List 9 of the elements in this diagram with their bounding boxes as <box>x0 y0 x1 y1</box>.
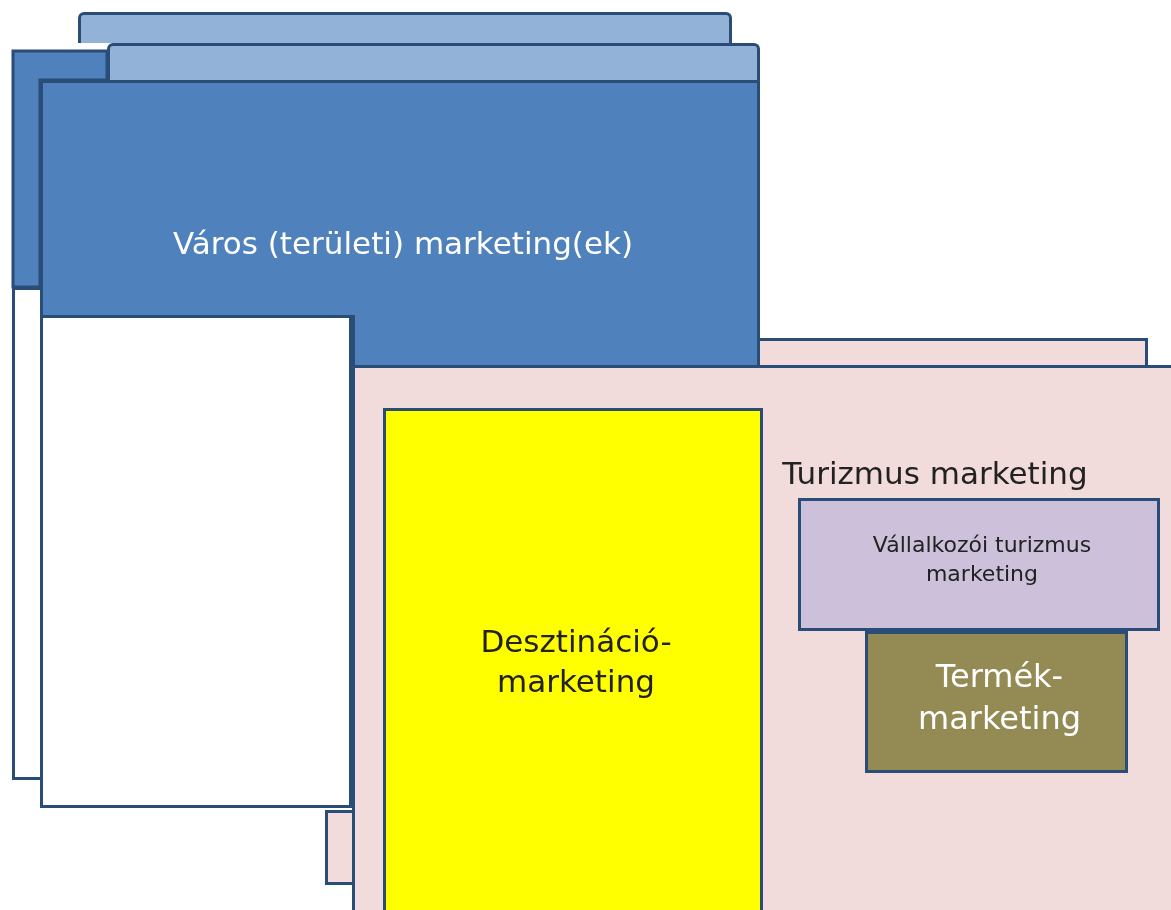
product-marketing-box <box>865 631 1128 773</box>
destination-marketing-box <box>383 408 763 910</box>
box-title: Turizmus marketing <box>781 454 1089 493</box>
tourism-marketing-box <box>352 365 1171 910</box>
box-title: Termék-marketing <box>916 656 1082 739</box>
box-title: Vállalkozói turizmus marketing <box>871 531 1093 588</box>
box-title: Desztináció-marketing <box>479 622 673 702</box>
business-tourism-box <box>798 498 1160 631</box>
box-title: Város (területi) marketing(ek) <box>171 224 635 263</box>
